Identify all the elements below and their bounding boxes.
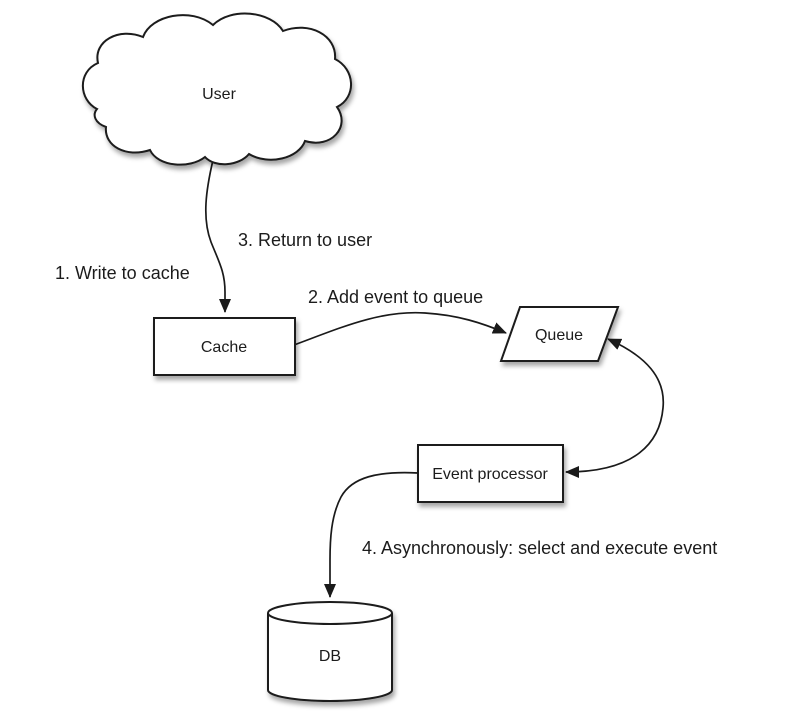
event-processor-label: Event processor: [432, 466, 548, 483]
cache-node: Cache: [153, 317, 296, 376]
user-cloud-shape: [82, 12, 352, 166]
queue-node: Queue: [499, 306, 620, 362]
db-node: DB: [267, 601, 393, 702]
db-cylinder: [267, 601, 393, 702]
db-cylinder-body: [267, 613, 393, 702]
edge-queue-event-processor: [565, 338, 665, 478]
user-node: User: [82, 12, 352, 166]
queue-parallelogram: [499, 306, 620, 362]
edge-event-processor-to-db: [324, 471, 419, 598]
edge-label-async-execute: 4. Asynchronously: select and execute ev…: [362, 538, 717, 558]
event-processor-box: [417, 444, 564, 503]
cache-box: [153, 317, 296, 376]
queue-label: Queue: [535, 327, 583, 344]
edge-label-return-to-user: 3. Return to user: [238, 230, 372, 250]
edge-cache-to-queue: [293, 311, 507, 346]
event-processor-node: Event processor: [417, 444, 564, 503]
edge-label-add-event-to-queue: 2. Add event to queue: [308, 287, 483, 307]
user-label: User: [202, 86, 236, 103]
cache-label: Cache: [201, 339, 247, 356]
db-cylinder-top: [267, 601, 393, 625]
db-label: DB: [319, 648, 341, 665]
edge-user-to-cache: [204, 159, 231, 313]
edge-label-write-to-cache: 1. Write to cache: [55, 263, 190, 283]
